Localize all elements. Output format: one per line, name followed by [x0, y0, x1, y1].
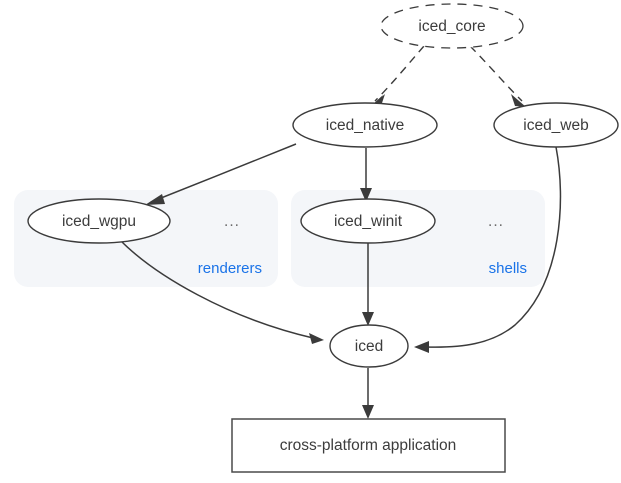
node-cross-platform-application[interactable]: cross-platform application: [231, 418, 506, 473]
cluster-renderers-ellipsis: ...: [224, 213, 240, 230]
cluster-shells-label: shells: [489, 260, 527, 277]
node-iced-label: iced: [355, 338, 383, 355]
node-iced-winit-label: iced_winit: [334, 213, 403, 230]
edge-iced-core-to-iced-web: [469, 45, 526, 107]
node-iced-core[interactable]: iced_core: [380, 3, 524, 49]
edge-iced-wgpu-to-iced: [120, 240, 324, 344]
node-iced-shape[interactable]: [329, 324, 409, 368]
node-iced-native-shape[interactable]: [292, 102, 438, 148]
node-iced-native-label: iced_native: [326, 117, 404, 134]
cluster-shells-ellipsis: ...: [488, 213, 504, 230]
node-iced-native[interactable]: iced_native: [292, 102, 438, 148]
node-iced-core-shape[interactable]: [380, 3, 524, 49]
node-iced-winit[interactable]: iced_winit: [300, 198, 436, 244]
edge-iced-native-to-iced-winit: [360, 148, 372, 202]
node-application-label: cross-platform application: [280, 437, 457, 454]
node-iced-wgpu-label: iced_wgpu: [62, 213, 136, 230]
node-iced-core-label: iced_core: [418, 18, 485, 35]
node-iced[interactable]: iced: [329, 324, 409, 368]
node-iced-web-shape[interactable]: [493, 102, 619, 148]
node-iced-wgpu-shape[interactable]: [27, 198, 171, 244]
node-application-shape[interactable]: [231, 418, 506, 473]
edge-iced-core-to-iced-native: [370, 45, 425, 107]
edge-iced-web-to-iced: [414, 146, 562, 353]
node-iced-winit-shape[interactable]: [300, 198, 436, 244]
cluster-renderers-label: renderers: [198, 260, 262, 277]
node-iced-web[interactable]: iced_web: [493, 102, 619, 148]
edge-iced-winit-to-iced: [362, 243, 374, 326]
edge-iced-to-application: [362, 368, 374, 419]
node-iced-wgpu[interactable]: iced_wgpu: [27, 198, 171, 244]
edge-iced-native-to-iced-wgpu: [145, 143, 297, 205]
node-iced-web-label: iced_web: [523, 117, 589, 134]
